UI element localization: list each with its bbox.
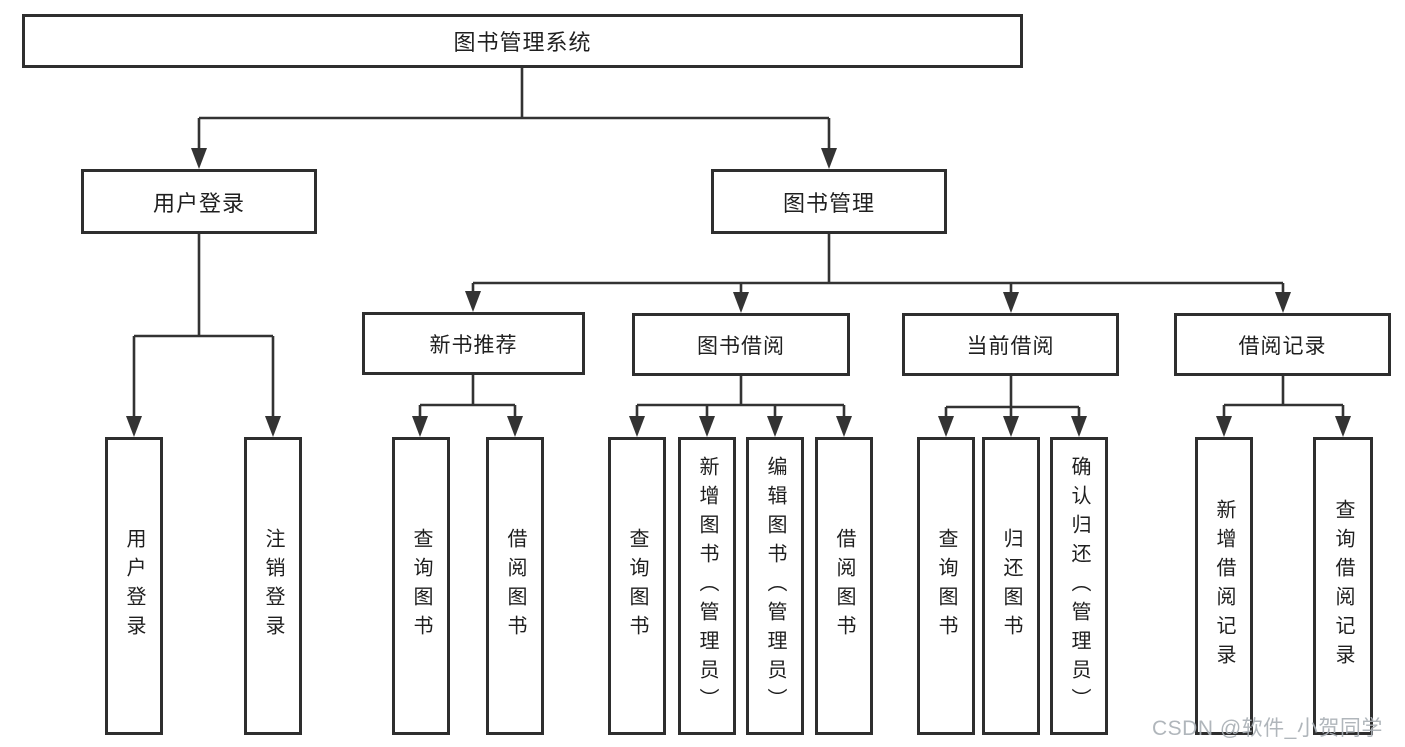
node-new-book-recommendation: 新书推荐 [362, 312, 585, 375]
node-label: 新书推荐 [429, 333, 518, 357]
leaf-label: 用户登录 [123, 528, 145, 644]
node-label: 图书借阅 [697, 334, 785, 358]
connector-new-book-rec-to-leaves [418, 375, 517, 419]
node-leaf-bb-add-books: 新增图书（管理员） [678, 437, 736, 735]
node-label: 图书管理系统 [453, 30, 592, 55]
node-current-borrowing: 当前借阅 [902, 313, 1119, 376]
node-borrowing-records: 借阅记录 [1174, 313, 1391, 376]
arrowhead-down-icon [126, 416, 142, 437]
csdn-watermark: CSDN @软件_小贺同学 [1152, 717, 1383, 740]
node-book-management: 图书管理 [711, 169, 947, 234]
node-leaf-br-query-record: 查询借阅记录 [1313, 437, 1373, 735]
leaf-label: 新增图书（管理员） [696, 455, 718, 717]
node-leaf-cb-confirm-return: 确认归还（管理员） [1050, 437, 1108, 735]
leaf-label: 借阅图书 [504, 528, 526, 644]
arrowhead-down-icon [412, 416, 428, 437]
connector-root-to-level2 [197, 68, 831, 150]
leaf-label: 查询借阅记录 [1332, 499, 1354, 673]
leaf-label: 新增借阅记录 [1213, 499, 1235, 673]
arrowhead-down-icon [1275, 292, 1291, 313]
node-book-borrowing: 图书借阅 [632, 313, 850, 376]
connector-borrowing-records-to-leaves [1222, 376, 1345, 419]
node-leaf-bb-edit-books: 编辑图书（管理员） [746, 437, 804, 735]
node-user-login: 用户登录 [81, 169, 317, 234]
node-label: 图书管理 [782, 190, 875, 216]
arrowhead-down-icon [465, 291, 481, 312]
node-leaf-cb-query-books: 查询图书 [917, 437, 975, 735]
node-label: 当前借阅 [966, 334, 1055, 358]
node-leaf-cb-return-books: 归还图书 [982, 437, 1040, 735]
arrowhead-down-icon [1003, 292, 1019, 313]
leaf-label: 查询图书 [626, 528, 648, 644]
leaf-label: 确认归还（管理员） [1068, 455, 1090, 717]
arrowhead-down-icon [1216, 416, 1232, 437]
leaf-label: 注销登录 [262, 528, 284, 644]
connector-book-borrowing-to-leaves [635, 376, 846, 419]
node-leaf-logout: 注销登录 [244, 437, 302, 735]
arrowheads [126, 148, 1351, 437]
arrowhead-down-icon [1335, 416, 1351, 437]
arrowhead-down-icon [767, 416, 783, 437]
arrowhead-down-icon [1071, 416, 1087, 437]
node-book-management-system: 图书管理系统 [22, 14, 1023, 68]
leaf-label: 查询图书 [410, 528, 432, 644]
node-leaf-nbr-borrow-books: 借阅图书 [486, 437, 544, 735]
arrowhead-down-icon [836, 416, 852, 437]
node-leaf-br-add-record: 新增借阅记录 [1195, 437, 1253, 735]
leaf-label: 查询图书 [935, 528, 957, 644]
connector-book-management-to-level3 [471, 234, 1285, 294]
node-leaf-user-login: 用户登录 [105, 437, 163, 735]
arrowhead-down-icon [821, 148, 837, 169]
leaf-label: 借阅图书 [833, 528, 855, 644]
node-label: 用户登录 [152, 190, 245, 216]
leaf-label: 归还图书 [1000, 528, 1022, 644]
arrowhead-down-icon [1003, 416, 1019, 437]
arrowhead-down-icon [733, 292, 749, 313]
node-leaf-bb-borrow-books: 借阅图书 [815, 437, 873, 735]
connector-current-borrowing-to-leaves [944, 376, 1081, 419]
node-leaf-nbr-query-books: 查询图书 [392, 437, 450, 735]
leaf-label: 编辑图书（管理员） [764, 455, 786, 717]
arrowhead-down-icon [699, 416, 715, 437]
arrowhead-down-icon [629, 416, 645, 437]
arrowhead-down-icon [265, 416, 281, 437]
node-leaf-bb-query-books: 查询图书 [608, 437, 666, 735]
arrowhead-down-icon [507, 416, 523, 437]
connector-user-login-to-leaves [132, 234, 275, 419]
arrowhead-down-icon [191, 148, 207, 169]
node-label: 借阅记录 [1238, 334, 1327, 358]
arrowhead-down-icon [938, 416, 954, 437]
connector-lines [132, 68, 1345, 419]
